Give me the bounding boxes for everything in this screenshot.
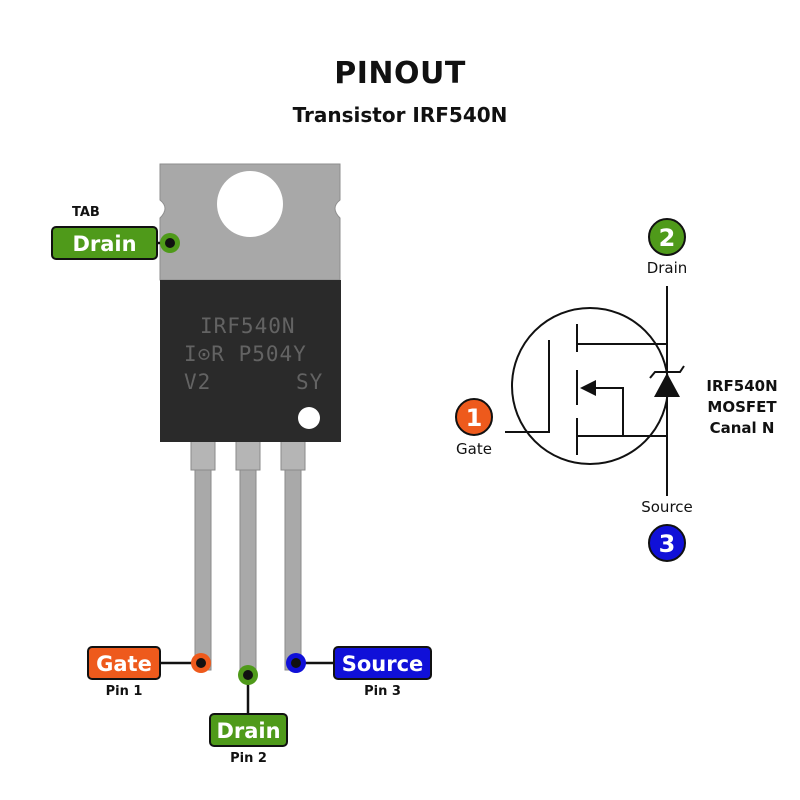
transistor-tab [159, 163, 341, 281]
body-diode-icon [654, 373, 680, 397]
source-dot [286, 653, 306, 673]
symbol-gate-label: Gate [456, 440, 492, 458]
part-description-type: MOSFET [707, 398, 777, 416]
pin-3-source-label: Source [333, 646, 432, 680]
drain-dot [238, 665, 258, 685]
mounting-hole [217, 171, 283, 237]
gate-dot [191, 653, 211, 673]
symbol-gate-badge: 1 [455, 398, 493, 436]
symbol-source-badge: 3 [648, 524, 686, 562]
marking-sy: SY [296, 370, 324, 394]
page-title: PINOUT [334, 56, 466, 91]
transistor-leads [190, 439, 306, 676]
marking-v2: V2 [184, 370, 212, 394]
body-notch [298, 407, 320, 429]
marking-lot-code: I⊙R P504Y [184, 342, 307, 366]
tab-drain-label: Drain [51, 226, 158, 260]
part-description: IRF540N MOSFET Canal N [694, 376, 790, 439]
zener-cathode [649, 365, 685, 379]
pin-2-drain-label: Drain [209, 713, 288, 747]
part-description-model: IRF540N [706, 377, 778, 395]
tab-caption: TAB [72, 205, 100, 220]
lead-pin-2 [235, 439, 261, 676]
lead-pin-1 [190, 439, 216, 671]
symbol-drain-label: Drain [646, 259, 688, 277]
tab-dot [160, 233, 180, 253]
body-connection [590, 387, 624, 436]
pin-1-caption: Pin 1 [105, 684, 143, 699]
gate-wire [505, 340, 550, 433]
part-description-channel: Canal N [709, 419, 775, 437]
lead-pin-3 [280, 439, 306, 671]
channel-arrow-icon [580, 380, 596, 396]
page-subtitle: Transistor IRF540N [292, 103, 508, 127]
symbol-source-label: Source [641, 498, 693, 516]
symbol-drain-badge: 2 [648, 218, 686, 256]
marking-part-number: IRF540N [200, 314, 296, 338]
pin-1-gate-label: Gate [87, 646, 161, 680]
pin-2-caption: Pin 2 [230, 751, 267, 766]
pin-3-caption: Pin 3 [364, 684, 401, 699]
